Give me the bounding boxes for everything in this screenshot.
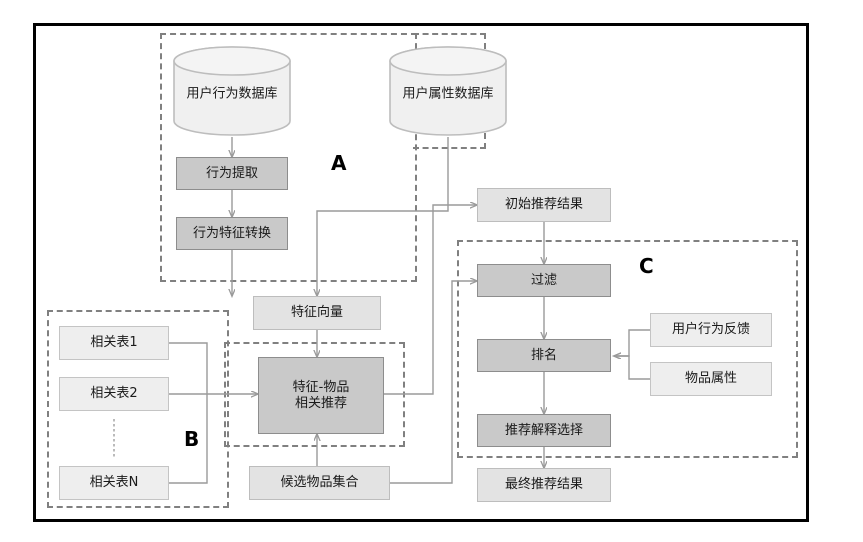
node-relation-table-2[interactable]: 相关表2	[59, 377, 169, 411]
node-relation-table-n[interactable]: 相关表N	[59, 466, 169, 500]
node-feature-vector[interactable]: 特征向量	[253, 296, 381, 330]
node-initial-rec-result[interactable]: 初始推荐结果	[477, 188, 611, 222]
node-behavior-transform[interactable]: 行为特征转换	[176, 217, 288, 250]
node-candidate-item-set[interactable]: 候选物品集合	[249, 466, 390, 500]
edge-itemattribute-to-ranking	[614, 356, 650, 380]
relation-table-ellipsis	[113, 419, 115, 459]
group-c-label: C	[639, 254, 654, 278]
edge-featureitemrec-to-initialrec	[384, 205, 477, 395]
db-user-attribute: 用户属性数据库	[388, 45, 508, 137]
cylinder-shape	[389, 46, 507, 136]
node-relation-table-1[interactable]: 相关表1	[59, 326, 169, 360]
edge-rt1-merge	[169, 342, 208, 394]
edge-db-attribute-to-featurevector	[317, 137, 449, 296]
group-b-label: B	[184, 427, 200, 451]
edge-candidate-to-filter	[390, 281, 477, 484]
edge-feedback-to-ranking	[614, 329, 650, 356]
edge-rtn-merge	[169, 394, 208, 484]
db-user-attribute-label: 用户属性数据库	[402, 86, 494, 102]
db-user-behavior-label: 用户行为数据库	[186, 86, 278, 102]
group-b-boundary	[47, 310, 229, 508]
node-filter[interactable]: 过滤	[477, 264, 611, 297]
group-a-label: A	[331, 151, 347, 175]
node-item-attribute[interactable]: 物品属性	[650, 362, 772, 396]
node-feature-item-rec-line2: 相关推荐	[294, 395, 347, 411]
node-behavior-extract[interactable]: 行为提取	[176, 157, 288, 190]
node-final-rec-result[interactable]: 最终推荐结果	[477, 468, 611, 502]
group-c-boundary	[457, 240, 798, 458]
node-ranking[interactable]: 排名	[477, 339, 611, 372]
node-user-behavior-feedback[interactable]: 用户行为反馈	[650, 313, 772, 347]
node-feature-item-rec[interactable]: 特征-物品 相关推荐	[258, 357, 384, 434]
cylinder-shape	[173, 46, 291, 136]
group-a-boundary	[160, 33, 417, 282]
node-rec-explain-select[interactable]: 推荐解释选择	[477, 414, 611, 447]
db-user-behavior: 用户行为数据库	[172, 45, 292, 137]
node-feature-item-rec-line1: 特征-物品	[292, 379, 350, 395]
